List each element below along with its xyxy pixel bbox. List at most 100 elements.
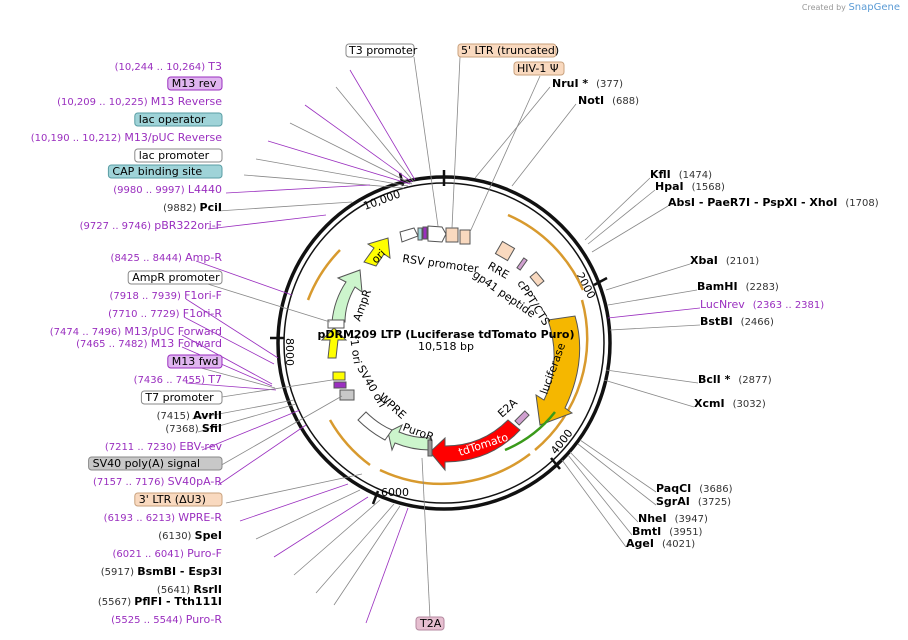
left-label-coord: (5917) — [101, 567, 137, 578]
leader-m13fwd — [189, 364, 276, 389]
left-label-name: pBR322ori-F — [154, 219, 222, 232]
left-label-box — [134, 148, 223, 163]
t3-promoter-box — [345, 43, 415, 58]
right-label-hpai: HpaI(1568) — [655, 180, 725, 193]
left-label-name: M13 rev — [172, 77, 217, 90]
leader-sgrai — [577, 443, 657, 506]
leader-ltr3 — [225, 473, 363, 504]
left-label-box — [167, 76, 223, 91]
left-label-coord: (7415) — [157, 411, 193, 422]
left-label-3-ltr-u3: 3' LTR (ΔU3) — [134, 492, 223, 507]
green-arc — [504, 411, 556, 452]
left-label-coord: (5641) — [157, 585, 193, 596]
left-label-box — [134, 492, 223, 507]
leader-rsrii — [315, 503, 395, 594]
right-label-coord: (2466) — [741, 317, 774, 328]
leader-m13-forward — [181, 346, 273, 387]
right-label-coord: (1474) — [679, 170, 712, 181]
leader-puro-f — [273, 496, 369, 558]
left-label-name: BsmBI - Esp3I — [137, 565, 222, 578]
left-label-text: (7436 .. 7455) T7 — [134, 373, 222, 386]
right-label-agei: AgeI (4021) — [626, 537, 695, 550]
left-label-puro-f: (6021 .. 6041) Puro-F — [112, 547, 222, 560]
left-label-text: (5641) RsrII — [157, 583, 222, 596]
left-label-box — [127, 270, 223, 285]
cppt-feature — [529, 271, 545, 287]
left-label-box — [167, 354, 223, 369]
leader-xbai — [605, 263, 691, 291]
left-label-name: Puro-F — [187, 547, 222, 560]
left-label-name: lac operator — [139, 113, 206, 126]
right-label-coord: (688) — [612, 96, 639, 107]
left-label-coord: (7157 .. 7176) — [93, 477, 168, 488]
leader-ebv-rev — [201, 409, 301, 451]
tick-2000-mark — [593, 276, 608, 287]
label-ampr: AmpR — [351, 287, 375, 323]
left-label-name: M13/pUC Reverse — [124, 131, 222, 144]
leader-absi — [591, 205, 669, 253]
left-label-coord: (6193 .. 6213) — [104, 513, 179, 524]
left-label-name: AmpR promoter — [132, 271, 220, 284]
left-label-f1ori-r: (7710 .. 7729) F1ori-R — [108, 307, 222, 320]
leader-pflfi — [333, 505, 401, 606]
m13fwd-feature — [333, 381, 347, 389]
left-label-coord: (9980 .. 9997) — [113, 185, 188, 196]
left-label-text: (5917) BsmBI - Esp3I — [101, 565, 222, 578]
left-label-avrii: (7415) AvrII — [157, 409, 222, 422]
left-label-coord: (7474 .. 7496) — [50, 327, 125, 338]
leader-sv40pa-r — [217, 424, 307, 486]
left-label-text: (7157 .. 7176) SV40pA-R — [93, 475, 222, 488]
right-label-bcli: BclI *(2877) — [698, 373, 772, 386]
gp41-feature — [516, 257, 528, 271]
right-label-coord: (3032) — [733, 399, 766, 410]
right-label-coord: (1568) — [692, 182, 725, 193]
left-label-coord: (9882) — [163, 203, 199, 214]
right-label-text: BmtI(3951) — [632, 525, 703, 538]
left-label-ebv-rev: (7211 .. 7230) EBV-rev — [105, 440, 223, 453]
left-label-pbr322ori-f: (9727 .. 9746) pBR322ori-F — [80, 219, 222, 232]
ori-arrow — [363, 237, 391, 267]
right-label-coord: (3947) — [675, 514, 708, 525]
left-label-coord: (10,190 .. 10,212) — [31, 133, 125, 144]
left-label-ampr-promoter: AmpR promoter — [127, 270, 223, 285]
left-label-text: (7710 .. 7729) F1ori-R — [108, 307, 222, 320]
right-label-name: XcmI — [694, 397, 725, 410]
right-label-coord: (2363 .. 2381) — [753, 300, 825, 311]
leader-f1ori-f — [185, 298, 279, 359]
right-label-coord: (377) — [596, 79, 623, 90]
t3-promoter-label: T3 promoter — [348, 44, 418, 57]
right-label-text: SgrAI(3725) — [656, 495, 731, 508]
leader-nhei — [569, 451, 639, 523]
right-label-coord: (4021) — [662, 539, 695, 550]
ltr5-feature — [445, 227, 459, 243]
luciferase-arrow — [535, 315, 581, 426]
left-label-coord: (7710 .. 7729) — [108, 309, 183, 320]
small-feature-purple — [422, 226, 428, 240]
rsv-promoter-arrow — [399, 227, 419, 243]
leader-ampr-prom — [197, 280, 331, 323]
left-label-t7: (7436 .. 7455) T7 — [134, 373, 222, 386]
left-label-text: (7465 .. 7482) M13 Forward — [76, 337, 222, 350]
left-label-text: (6130) SpeI — [158, 529, 222, 542]
left-label-m13-fwd: M13 fwd — [167, 354, 223, 369]
leader-lac-op — [289, 122, 413, 185]
ampr-promoter-feature — [327, 319, 345, 329]
plasmid-name: pDRM209 LTP (Luciferase tdTomato Puro) — [317, 328, 574, 341]
right-label-text: NotI(688) — [578, 94, 639, 107]
leader-lucnrev — [607, 307, 701, 319]
right-label-text: BclI *(2877) — [698, 373, 772, 386]
right-label-coord: (3686) — [699, 484, 732, 495]
right-label-paqci: PaqCI(3686) — [656, 482, 733, 495]
leader-m13reverse — [304, 104, 413, 183]
left-label-puro-r: (5525 .. 5544) Puro-R — [111, 613, 222, 626]
left-label-text: (9727 .. 9746) pBR322ori-F — [80, 219, 222, 232]
right-label-text: XbaI(2101) — [690, 254, 759, 267]
right-label-name: AgeI — [626, 537, 654, 550]
left-label-name: F1ori-R — [183, 307, 223, 320]
label-sv40-ori: SV40 ori — [354, 363, 388, 410]
left-label-m13-puc-reverse: (10,190 .. 10,212) M13/pUC Reverse — [31, 131, 223, 144]
left-label-name: SfiI — [202, 422, 222, 435]
left-label-bsmbi-esp3i: (5917) BsmBI - Esp3I — [101, 565, 222, 578]
label-rsv-promoter: RSV promoter — [402, 252, 480, 276]
left-label-name: M13 fwd — [172, 355, 219, 368]
